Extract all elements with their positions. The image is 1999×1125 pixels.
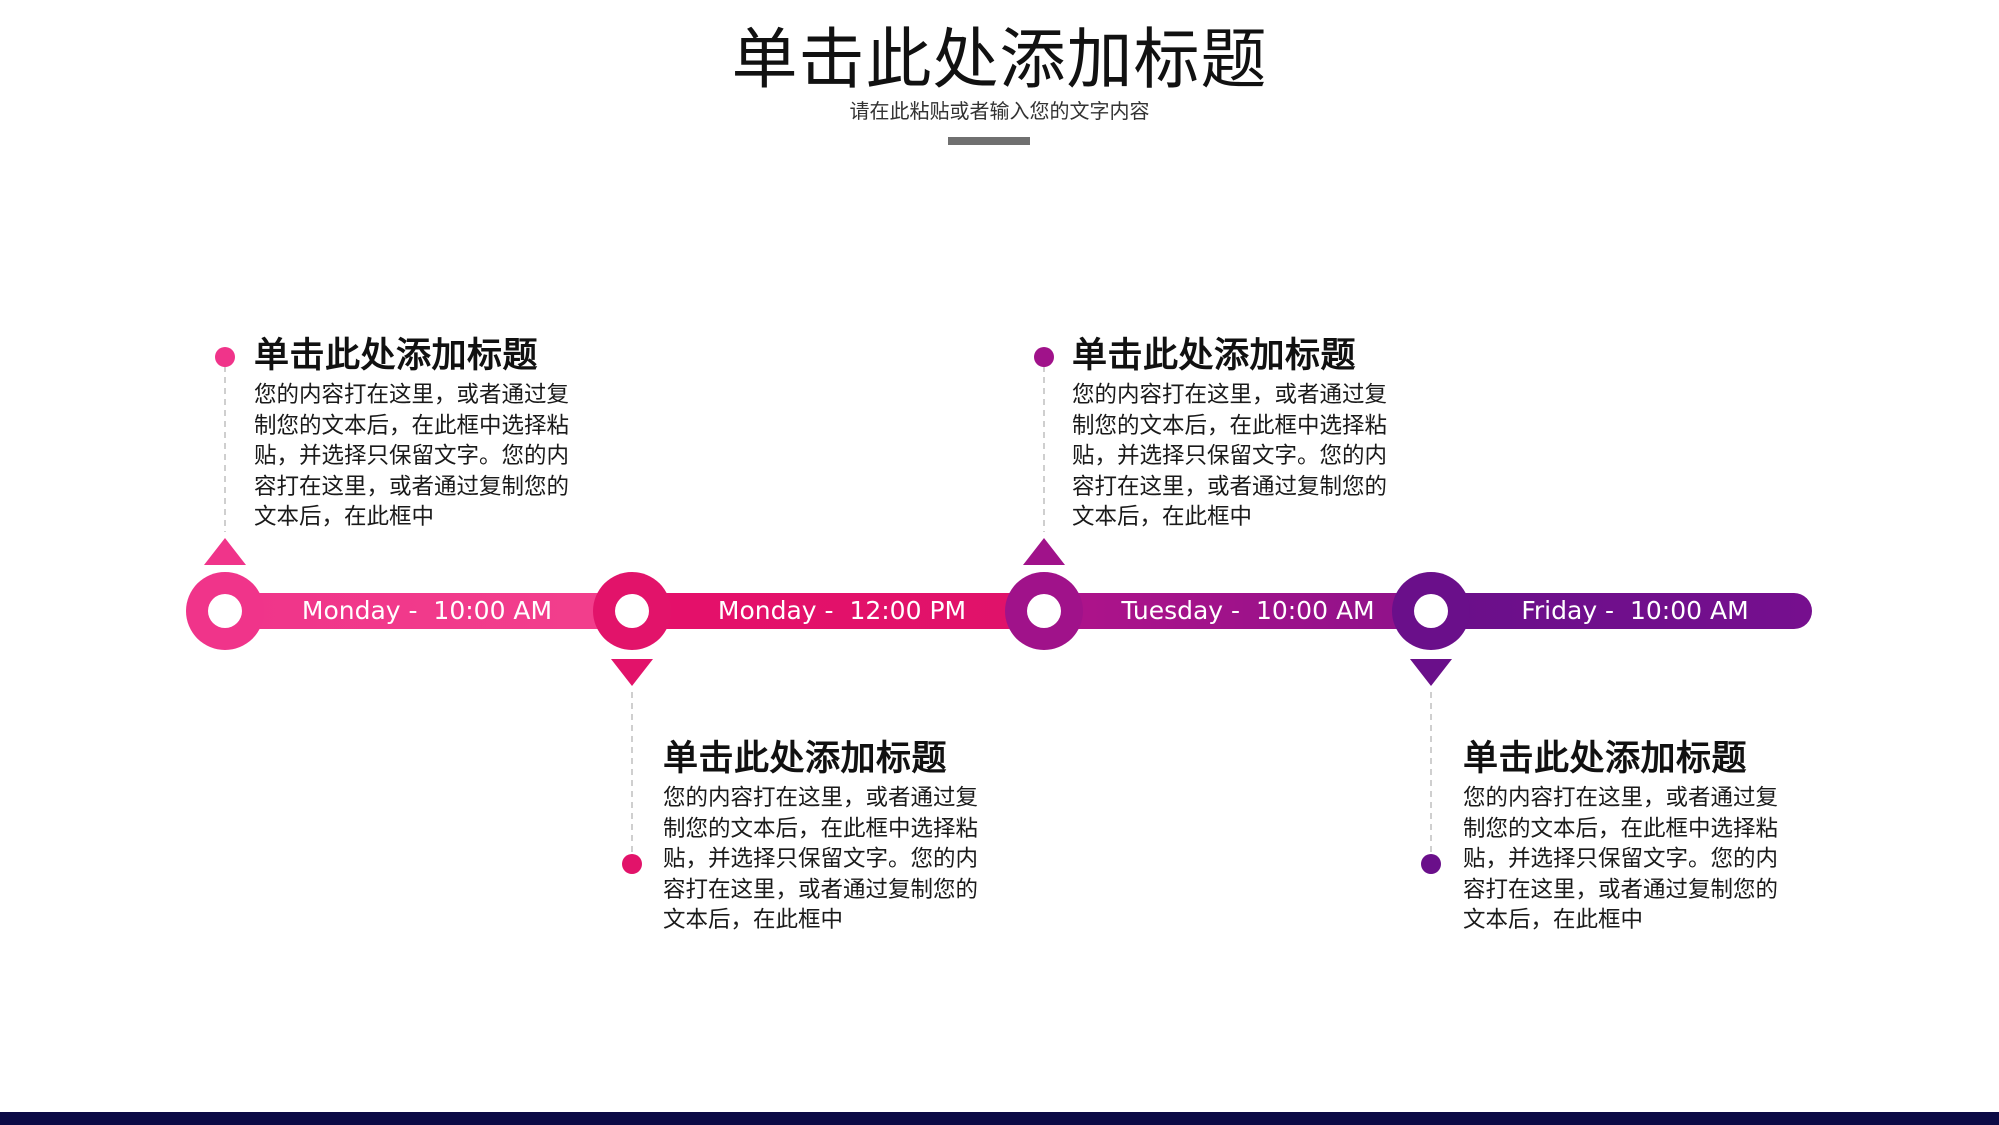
segment-label-2: Monday - 12:00 PM xyxy=(717,596,967,625)
timeline-node-2 xyxy=(593,572,671,650)
timeline-segment-2 xyxy=(632,593,1032,629)
pointer-down-triangle-4 xyxy=(1410,659,1452,686)
connector-dot-3 xyxy=(1034,347,1054,367)
segment-label-4: Friday - 10:00 AM xyxy=(1521,596,1749,625)
timeline-node-4 xyxy=(1392,572,1470,650)
timeline-segment-4 xyxy=(1430,593,1812,629)
card-body: 您的内容打在这里，或者通过复制您的文本后，在此框中选择粘贴，并选择只保留文字。您… xyxy=(1072,382,1388,530)
title-divider xyxy=(948,137,1030,145)
card-body: 您的内容打在这里，或者通过复制您的文本后，在此框中选择粘贴，并选择只保留文字。您… xyxy=(1463,785,1779,933)
timeline-node-1 xyxy=(186,572,264,650)
card-title: 单击此处添加标题 xyxy=(663,739,948,779)
timeline-node-3 xyxy=(1005,572,1083,650)
footer-bar xyxy=(0,1112,1999,1125)
card-title: 单击此处添加标题 xyxy=(254,336,539,376)
timeline-card-2: 单击此处添加标题 您的内容打在这里，或者通过复制您的文本后，在此框中选择粘贴，并… xyxy=(663,737,1003,936)
pointer-down-triangle-2 xyxy=(611,659,653,686)
timeline-segment-1 xyxy=(222,593,612,629)
timeline-segment-3 xyxy=(1043,593,1423,629)
card-title: 单击此处添加标题 xyxy=(1072,336,1357,376)
connector-dot-2 xyxy=(622,854,642,874)
card-title: 单击此处添加标题 xyxy=(1463,739,1748,779)
connector-dot-1 xyxy=(215,347,235,367)
card-body: 您的内容打在这里，或者通过复制您的文本后，在此框中选择粘贴，并选择只保留文字。您… xyxy=(254,382,570,530)
pointer-up-triangle-3 xyxy=(1023,538,1065,565)
pointer-up-triangle-1 xyxy=(204,538,246,565)
page-subtitle: 请在此粘贴或者输入您的文字内容 xyxy=(849,99,1150,123)
connector-dot-4 xyxy=(1421,854,1441,874)
card-body: 您的内容打在这里，或者通过复制您的文本后，在此框中选择粘贴，并选择只保留文字。您… xyxy=(663,785,979,933)
segment-label-3: Tuesday - 10:00 AM xyxy=(1121,596,1375,625)
timeline-card-1: 单击此处添加标题 您的内容打在这里，或者通过复制您的文本后，在此框中选择粘贴，并… xyxy=(254,334,594,533)
timeline-card-3: 单击此处添加标题 您的内容打在这里，或者通过复制您的文本后，在此框中选择粘贴，并… xyxy=(1072,334,1412,533)
segment-label-1: Monday - 10:00 AM xyxy=(301,596,553,625)
page-title: 单击此处添加标题 xyxy=(731,21,1268,98)
timeline-card-4: 单击此处添加标题 您的内容打在这里，或者通过复制您的文本后，在此框中选择粘贴，并… xyxy=(1463,737,1803,936)
